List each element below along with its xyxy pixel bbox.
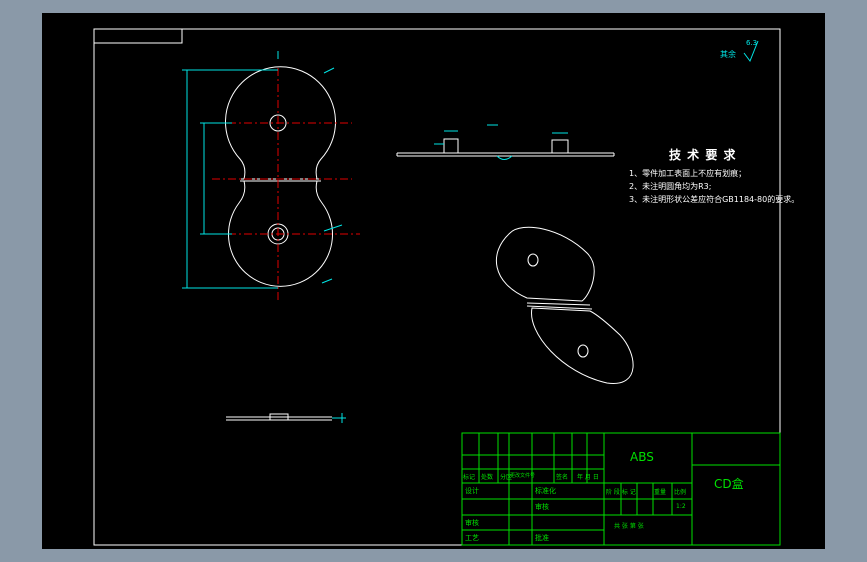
tb-date: 年 月 日 bbox=[577, 474, 599, 481]
roughness-note: 其余 bbox=[720, 50, 736, 59]
bottom-section-view bbox=[226, 413, 332, 421]
bottom-section-dims bbox=[332, 413, 346, 423]
roughness-symbol bbox=[743, 40, 759, 63]
tech-requirement-1: 1、零件加工表面上不应有划痕； bbox=[629, 169, 747, 178]
side-dimensions bbox=[434, 124, 568, 160]
front-centerlines bbox=[212, 68, 360, 303]
tb-signature: 签名 bbox=[556, 474, 569, 481]
tb-review: 审核 bbox=[465, 519, 479, 527]
roughness-value: 6.3 bbox=[746, 39, 758, 47]
title-block bbox=[461, 432, 781, 546]
tb-count: 处数 bbox=[481, 474, 494, 481]
tb-design: 设计 bbox=[465, 487, 479, 495]
tech-requirement-2: 2、未注明圆角均为R3; bbox=[629, 182, 712, 191]
material-label: ABS bbox=[630, 450, 654, 464]
tb-ratio: 比例 bbox=[674, 489, 687, 496]
tb-sheets: 共 张 第 张 bbox=[614, 523, 644, 530]
sheet-border bbox=[93, 28, 781, 546]
front-view bbox=[225, 66, 336, 287]
tb-stage-mark: 阶 段 标 记 bbox=[606, 489, 636, 496]
tb-weight: 重量 bbox=[654, 489, 667, 496]
side-view bbox=[396, 138, 615, 157]
tb-standardize: 标准化 bbox=[535, 487, 556, 495]
isometric-view bbox=[495, 226, 634, 384]
drawing-canvas: 其余 6.3 技 术 要 求 1、零件加工表面上不应有划痕； 2、未注明圆角均为… bbox=[42, 13, 825, 549]
tb-process: 工艺 bbox=[465, 534, 479, 542]
tb-change-doc: 更改文件号 bbox=[510, 473, 536, 479]
tech-requirement-3: 3、未注明形状公差应符合GB1184-80的要求。 bbox=[629, 195, 800, 204]
top-left-tab bbox=[93, 28, 183, 44]
part-name-label: CD盒 bbox=[714, 477, 744, 491]
front-dimensions bbox=[182, 51, 343, 289]
tb-check: 审核 bbox=[535, 503, 549, 511]
scale-label: 1:2 bbox=[676, 503, 686, 510]
tech-requirements-title: 技 术 要 求 bbox=[669, 148, 737, 162]
tb-zone: 分区 bbox=[500, 474, 513, 481]
drawing-sheet bbox=[93, 28, 781, 546]
tb-approve: 批准 bbox=[535, 534, 549, 542]
tb-mark: 标记 bbox=[463, 474, 476, 481]
